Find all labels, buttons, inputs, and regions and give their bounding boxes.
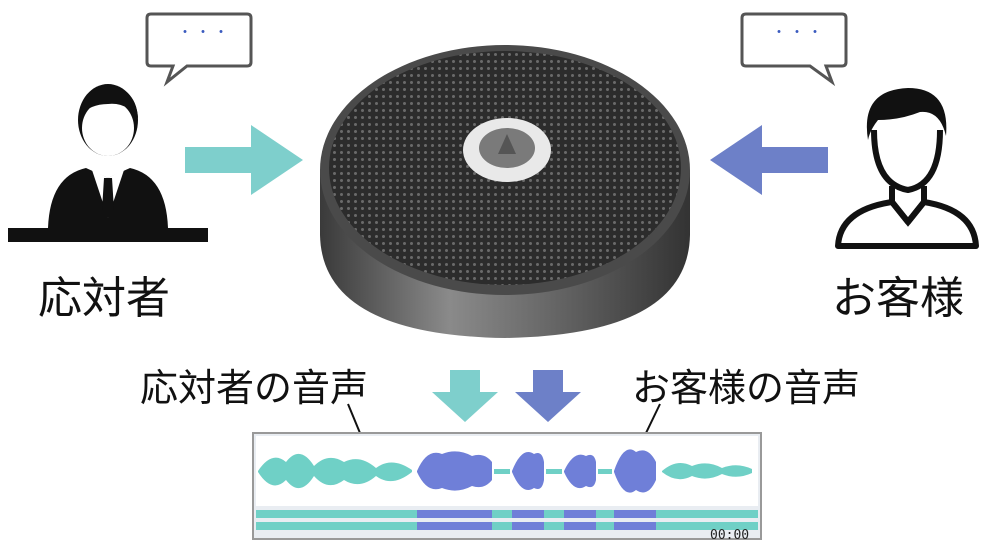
arrow-down-teal-icon [432, 370, 498, 422]
waveform-time-label: 00:00 [710, 528, 750, 543]
customer-speech-bubble [740, 12, 848, 87]
responder-label: 応対者 [38, 273, 170, 324]
arrow-right-icon [185, 125, 303, 195]
customer-label: お客様 [832, 273, 964, 324]
responder-bubble-dots: ・・・ [178, 25, 232, 41]
arrow-left-icon [710, 125, 828, 195]
businessman-icon [8, 84, 208, 242]
customer-bubble-dots: ・・・ [772, 25, 826, 41]
responder-speech-bubble [145, 12, 253, 87]
audio-waveform-panel [252, 432, 762, 540]
arrow-down-blue-icon [515, 370, 581, 422]
customer-person-icon [835, 88, 979, 249]
responder-voice-label: 応対者の音声 [140, 366, 369, 410]
customer-voice-label: お客様の音声 [632, 366, 861, 410]
microphone-speaker-device [320, 45, 690, 338]
